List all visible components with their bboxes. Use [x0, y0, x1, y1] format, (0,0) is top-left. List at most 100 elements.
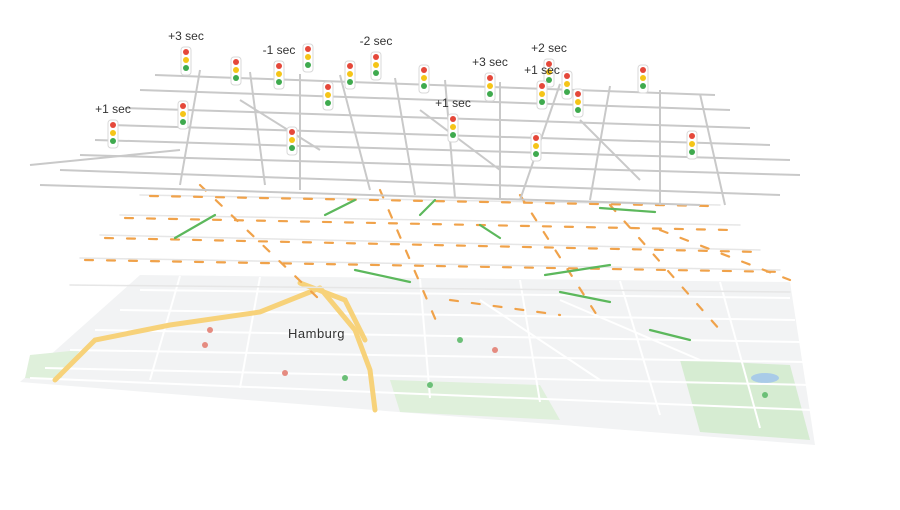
red-light-icon: [487, 75, 493, 81]
park-markers: [342, 337, 768, 398]
signal-time-adjustment: +3 sec: [168, 29, 204, 43]
green-light-icon: [373, 70, 379, 76]
green-light-icon: [640, 83, 646, 89]
traffic-signal: [177, 100, 189, 130]
red-light-icon: [325, 84, 331, 90]
red-light-icon: [347, 63, 353, 69]
red-light-icon: [373, 54, 379, 60]
red-light-icon: [233, 59, 239, 65]
traffic-signal: [302, 43, 314, 73]
yellow-light-icon: [689, 141, 695, 147]
yellow-light-icon: [539, 91, 545, 97]
yellow-light-icon: [564, 81, 570, 87]
signal-time-adjustment: +1 sec: [435, 96, 471, 110]
yellow-light-icon: [233, 67, 239, 73]
red-light-icon: [289, 129, 295, 135]
yellow-light-icon: [276, 71, 282, 77]
red-light-icon: [575, 91, 581, 97]
yellow-light-icon: [640, 75, 646, 81]
signal-time-adjustment: -1 sec: [263, 43, 296, 57]
lake: [751, 373, 779, 383]
signal-time-adjustment: +1 sec: [524, 63, 560, 77]
traffic-signal: [286, 126, 298, 156]
road-network-layer: [29, 69, 801, 206]
yellow-light-icon: [546, 69, 552, 75]
signal-time-adjustment: +1 sec: [95, 102, 131, 116]
yellow-light-icon: [183, 57, 189, 63]
red-light-icon: [564, 73, 570, 79]
green-light-icon: [421, 83, 427, 89]
yellow-light-icon: [180, 111, 186, 117]
green-light-icon: [347, 79, 353, 85]
traffic-signal: [322, 81, 334, 111]
city-label: Hamburg: [288, 326, 345, 341]
traffic-signal: [637, 64, 649, 94]
yellow-light-icon: [533, 143, 539, 149]
poi-markers: [202, 327, 498, 376]
signal-time-adjustment: +3 sec: [472, 55, 508, 69]
park-marker: [427, 382, 433, 388]
red-light-icon: [180, 103, 186, 109]
red-light-icon: [539, 83, 545, 89]
traffic-signal: [418, 64, 430, 94]
yellow-light-icon: [305, 54, 311, 60]
traffic-signal: +1 sec: [435, 96, 471, 143]
red-light-icon: [421, 67, 427, 73]
yellow-light-icon: [421, 75, 427, 81]
traffic-signal: +3 sec: [168, 29, 204, 76]
green-light-icon: [533, 151, 539, 157]
yellow-light-icon: [450, 124, 456, 130]
red-light-icon: [546, 61, 552, 67]
green-light-icon: [575, 107, 581, 113]
traffic-signal: +1 sec: [524, 63, 560, 110]
green-light-icon: [325, 100, 331, 106]
yellow-light-icon: [289, 137, 295, 143]
free-traffic-segments: [173, 198, 692, 342]
traffic-signal: [561, 70, 573, 100]
traffic-signal: +3 sec: [472, 55, 508, 102]
traffic-signal: [230, 56, 242, 86]
traffic-signal: [572, 88, 584, 118]
base-map-streets: [29, 275, 813, 429]
red-light-icon: [305, 46, 311, 52]
green-light-icon: [180, 119, 186, 125]
yellow-light-icon: [373, 62, 379, 68]
green-light-icon: [450, 132, 456, 138]
green-light-icon: [564, 89, 570, 95]
red-light-icon: [276, 63, 282, 69]
green-light-icon: [289, 145, 295, 151]
red-light-icon: [640, 67, 646, 73]
yellow-light-icon: [347, 71, 353, 77]
traffic-signal: -1 sec: [263, 43, 296, 90]
green-light-icon: [233, 75, 239, 81]
yellow-light-icon: [325, 92, 331, 98]
red-light-icon: [689, 133, 695, 139]
yellow-light-icon: [487, 83, 493, 89]
poi-marker: [492, 347, 498, 353]
park-area: [25, 350, 80, 380]
park-marker: [342, 375, 348, 381]
red-light-icon: [450, 116, 456, 122]
highway-roads: [52, 280, 378, 413]
green-light-icon: [110, 138, 116, 144]
red-light-icon: [533, 135, 539, 141]
traffic-signal: [530, 132, 542, 162]
park-area: [390, 380, 560, 420]
slow-traffic-segments: [83, 183, 792, 332]
yellow-light-icon: [110, 130, 116, 136]
traffic-road-outlines: [69, 194, 791, 293]
traffic-signal: -2 sec: [360, 34, 393, 81]
green-light-icon: [276, 79, 282, 85]
traffic-signal: +1 sec: [95, 102, 131, 149]
signal-time-adjustment: -2 sec: [360, 34, 393, 48]
signal-time-adjustment: +2 sec: [531, 41, 567, 55]
green-light-icon: [689, 149, 695, 155]
base-map-layer: Hamburg: [20, 275, 815, 445]
green-light-icon: [546, 77, 552, 83]
green-light-icon: [487, 91, 493, 97]
park-marker: [762, 392, 768, 398]
poi-marker: [207, 327, 213, 333]
green-light-icon: [183, 65, 189, 71]
poi-marker: [202, 342, 208, 348]
